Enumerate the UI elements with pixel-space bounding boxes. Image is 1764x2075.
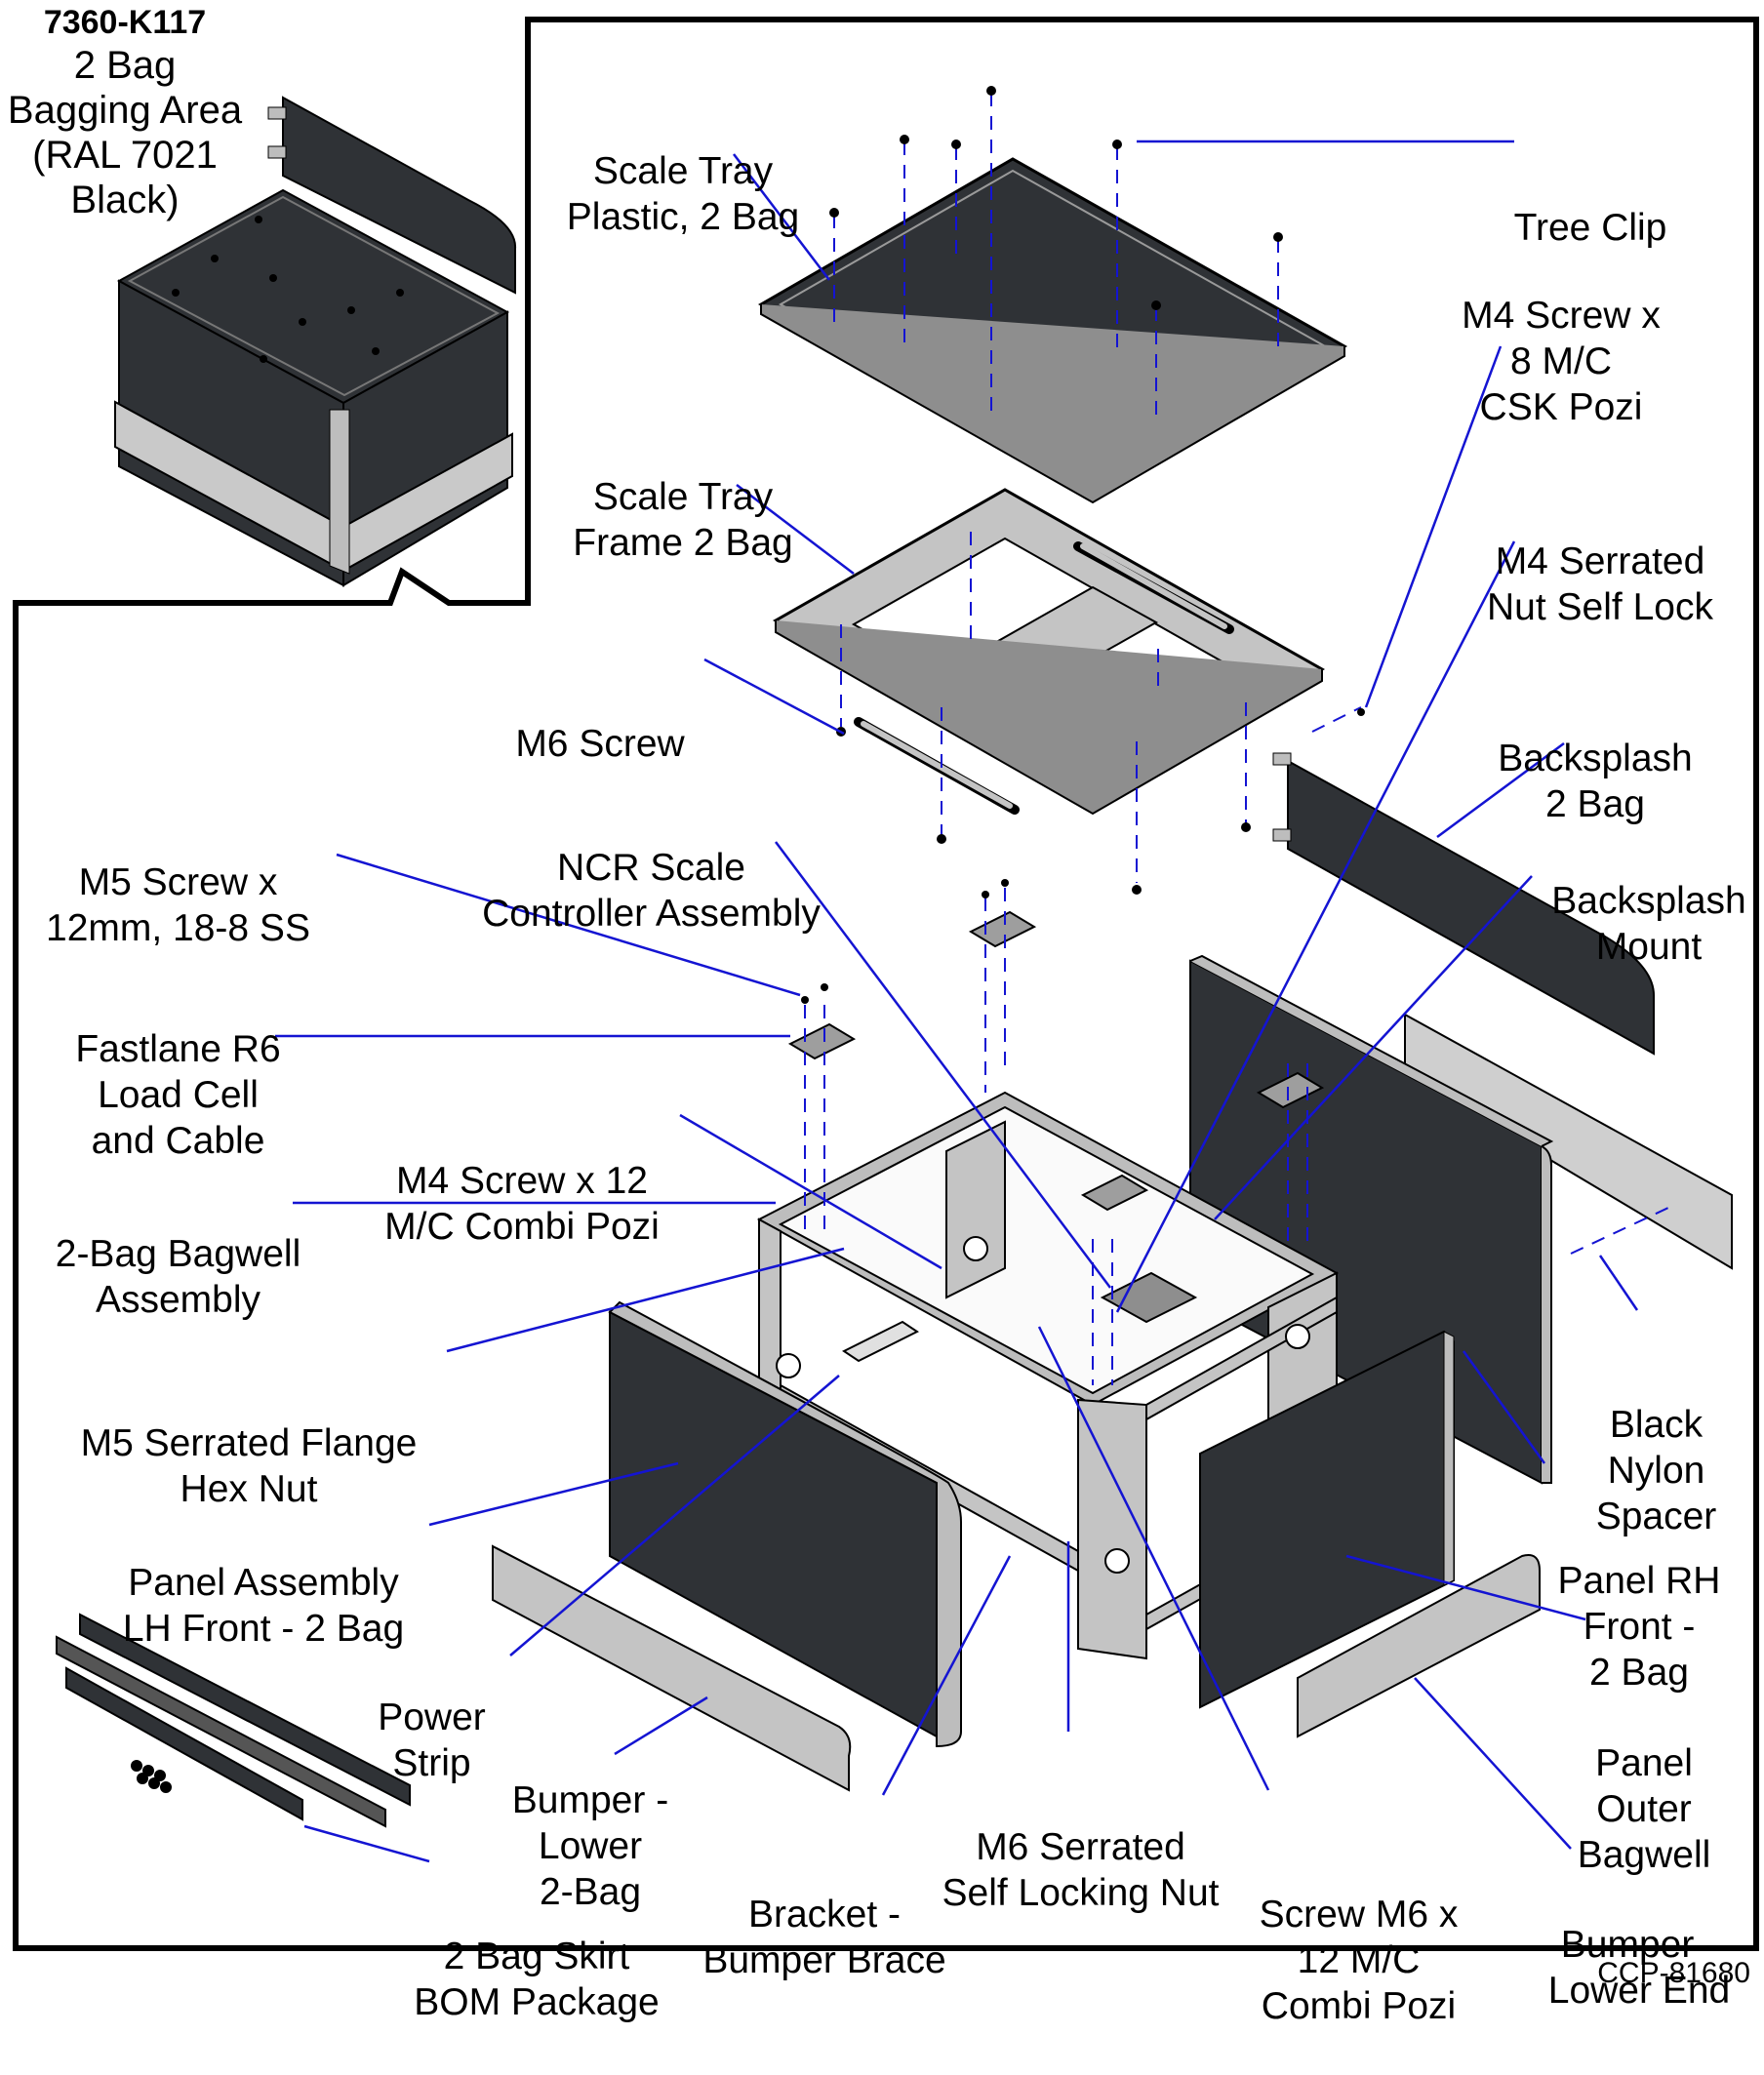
bumper-lower-part: [492, 1544, 852, 1792]
title-line: 2 Bag: [73, 44, 177, 87]
assembled-unit-inset: [114, 96, 517, 587]
drawing-number: CCP-81680: [1597, 1957, 1750, 1989]
title-line: Black): [70, 179, 180, 221]
exploded-assembly-diagram: [13, 17, 1759, 1951]
bumper-lower-end-part: [1297, 1554, 1541, 1738]
title-line: (RAL 7021: [32, 134, 218, 177]
title-block: 7360-K117 2 Bag Bagging Area (RAL 7021 B…: [0, 2, 250, 222]
frame-border: [13, 17, 1759, 1951]
label-m6-screw: M6 Screw: [515, 723, 685, 765]
backsplash-mount-part: [1404, 1013, 1733, 1270]
power-strip-part: [842, 1320, 919, 1363]
backsplash-part: [1272, 752, 1655, 1056]
skirt-bom-part: [56, 1613, 411, 1828]
load-cell-parts: [787, 910, 1325, 1212]
scale-controller-part: [1100, 1271, 1198, 1324]
part-number: 7360-K117: [43, 4, 207, 41]
label-tree-clip: Tree Clip: [1513, 207, 1667, 249]
scale-tray-plastic-part: [757, 157, 1348, 504]
scale-tray-frame-part: [772, 488, 1326, 816]
leader-lines: [275, 140, 1639, 1863]
title-line: Bagging Area: [7, 89, 243, 132]
label-bracket-bumper-brace: Bracket -Bumper Brace: [702, 1894, 946, 1981]
panel-outer-bagwell-part: [1199, 1330, 1455, 1709]
label-bumper-lower-end: Bumper -Lower End: [1547, 1924, 1731, 2012]
panel-lh-front-part: [608, 1300, 962, 1748]
